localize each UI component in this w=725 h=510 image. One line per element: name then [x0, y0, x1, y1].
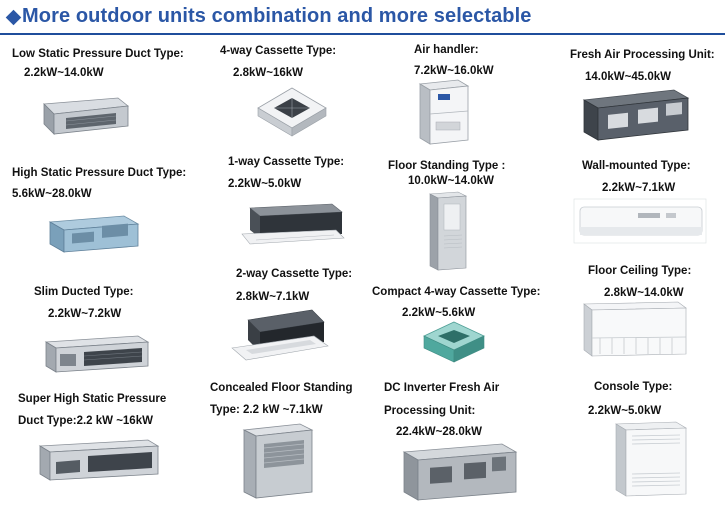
air-handler-image — [416, 78, 472, 146]
slim-ducted-image — [38, 330, 154, 376]
2way-cassette-image — [228, 306, 332, 366]
unit-range-concealed-floor: Type: 2.2 kW ~7.1kW — [210, 404, 323, 416]
unit-range-console: 2.2kW~5.0kW — [588, 405, 662, 417]
unit-name-compact-4way-cassette: Compact 4-way Cassette Type: — [372, 286, 541, 298]
unit-range-1way-cassette: 2.2kW~5.0kW — [228, 178, 302, 190]
unit-range-compact-4way-cassette: 2.2kW~5.6kW — [402, 307, 476, 319]
unit-range-super-high-static: Duct Type:2.2 kW ~16kW — [18, 415, 153, 427]
compact-4way-cassette-image — [416, 318, 492, 368]
unit-name-floor-standing: Floor Standing Type : — [388, 160, 506, 172]
unit-range-low-static-duct: 2.2kW~14.0kW — [24, 67, 104, 79]
4way-cassette-image — [254, 84, 330, 142]
console-image — [610, 418, 692, 500]
unit-name-wall-mounted: Wall-mounted Type: — [582, 160, 691, 172]
unit-name-concealed-floor: Concealed Floor Standing — [210, 382, 353, 394]
unit-name-fresh-air: Fresh Air Processing Unit: — [570, 49, 715, 61]
unit-sub-dc-inverter-fresh-air: Processing Unit: — [384, 405, 476, 417]
unit-range-high-static-duct: 5.6kW~28.0kW — [12, 188, 92, 200]
unit-range-fresh-air: 14.0kW~45.0kW — [585, 71, 671, 83]
floor-ceiling-image — [578, 298, 690, 360]
unit-name-console: Console Type: — [594, 381, 673, 393]
unit-range-floor-ceiling: 2.8kW~14.0kW — [604, 287, 684, 299]
unit-range-4way-cassette: 2.8kW~16kW — [233, 67, 303, 79]
page-header: More outdoor units combination and more … — [0, 0, 725, 36]
1way-cassette-image — [236, 198, 348, 250]
wall-mounted-image — [572, 197, 708, 245]
diamond-bullet-icon — [5, 9, 22, 26]
fresh-air-processing-unit-image — [578, 86, 694, 144]
unit-range-dc-inverter-fresh-air: 22.4kW~28.0kW — [396, 426, 482, 438]
unit-name-1way-cassette: 1-way Cassette Type: — [228, 156, 345, 168]
unit-name-2way-cassette: 2-way Cassette Type: — [236, 268, 353, 280]
unit-name-dc-inverter-fresh-air: DC Inverter Fresh Air — [384, 382, 500, 394]
concealed-floor-standing-image — [238, 420, 318, 502]
unit-name-4way-cassette: 4-way Cassette Type: — [220, 45, 337, 57]
high-static-duct-image — [44, 212, 144, 256]
unit-range-slim-ducted: 2.2kW~7.2kW — [48, 308, 122, 320]
unit-name-high-static-duct: High Static Pressure Duct Type: — [12, 167, 187, 179]
low-static-duct-image — [36, 92, 132, 138]
super-high-static-duct-image — [32, 434, 164, 484]
unit-name-super-high-static: Super High Static Pressure — [18, 393, 167, 405]
unit-range-2way-cassette: 2.8kW~7.1kW — [236, 291, 310, 303]
unit-range-wall-mounted: 2.2kW~7.1kW — [602, 182, 676, 194]
page-title: More outdoor units combination and more … — [22, 5, 532, 27]
header-divider — [0, 33, 725, 35]
unit-name-slim-ducted: Slim Ducted Type: — [34, 286, 134, 298]
unit-range-air-handler: 7.2kW~16.0kW — [414, 65, 494, 77]
unit-name-low-static-duct: Low Static Pressure Duct Type: — [12, 48, 184, 60]
unit-name-floor-ceiling: Floor Ceiling Type: — [588, 265, 692, 277]
unit-range-floor-standing: 10.0kW~14.0kW — [408, 175, 494, 187]
dc-inverter-fresh-air-image — [398, 440, 522, 504]
floor-standing-image — [424, 190, 472, 272]
unit-name-air-handler: Air handler: — [414, 44, 479, 56]
